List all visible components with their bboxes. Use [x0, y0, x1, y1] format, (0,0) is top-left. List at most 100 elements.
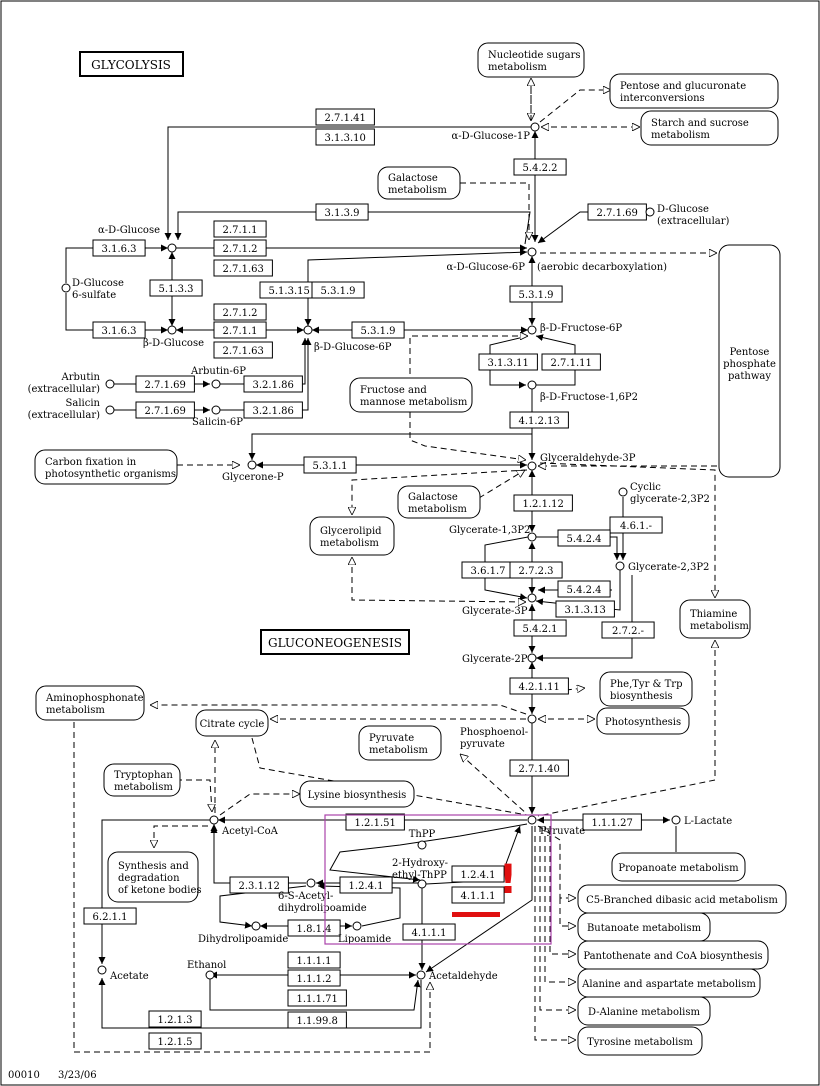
compound-b-d-glucose-6p[interactable]: β-D-Glucose-6P: [303, 325, 392, 353]
enzyme-box-e4-1-1-1-b[interactable]: 4.1.1.1: [402, 923, 456, 941]
enzyme-box-e3-1-6-3-b[interactable]: 3.1.6.3: [92, 321, 146, 339]
compound-a-d-glucose-1p[interactable]: α-D-Glucose-1P: [452, 122, 540, 142]
map-propanoate[interactable]: Propanoate metabolism: [611, 852, 746, 882]
enzyme-box-e2-7-1-40[interactable]: 2.7.1.40: [509, 759, 569, 777]
compound-b-d-glucose[interactable]: β-D-Glucose: [143, 325, 204, 349]
map-photosynthesis[interactable]: Photosynthesis: [596, 707, 690, 735]
enzyme-box-e1-1-1-2[interactable]: 1.1.1.2: [287, 969, 341, 987]
enzyme-box-e1-8-1-4[interactable]: 1.8.1.4: [287, 919, 341, 937]
enzyme-box-e1-1-1-1[interactable]: 1.1.1.1: [287, 951, 341, 969]
map-butanoate[interactable]: Butanoate metabolism: [577, 912, 711, 942]
compound-b-d-fructose-6p[interactable]: β-D-Fructose-6P: [527, 323, 622, 335]
enzyme-box-e4-1-2-13[interactable]: 4.1.2.13: [509, 411, 569, 429]
enzyme-box-e5-4-2-4-b[interactable]: 5.4.2.4: [557, 580, 611, 598]
compound-l-lactate[interactable]: L-Lactate: [671, 815, 732, 827]
map-d-alanine[interactable]: D-Alanine metabolism: [577, 996, 711, 1026]
map-citrate-cycle[interactable]: Citrate cycle: [195, 709, 269, 737]
enzyme-box-e1-1-99-8[interactable]: 1.1.99.8: [287, 1011, 347, 1029]
compound-pyruvate[interactable]: Pyruvate: [527, 815, 585, 837]
enzyme-box-e3-1-3-9[interactable]: 3.1.3.9: [315, 203, 369, 221]
compound-glycerate-2p[interactable]: Glycerate-2P: [462, 653, 537, 665]
compound-dihydrolipoamide[interactable]: Dihydrolipoamide: [198, 921, 288, 945]
enzyme-box-e2-7-1-69-a[interactable]: 2.7.1.69: [587, 203, 647, 221]
enzyme-box-e2-7-1-1-b[interactable]: 2.7.1.1: [213, 321, 267, 339]
compound-acetaldehyde[interactable]: Acetaldehyde: [416, 970, 498, 982]
enzyme-box-e5-4-2-1[interactable]: 5.4.2.1: [513, 619, 567, 637]
compound-ethanol[interactable]: Ethanol: [187, 960, 226, 980]
enzyme-box-e5-4-2-4-a[interactable]: 5.4.2.4: [557, 529, 611, 547]
enzyme-box-e1-2-1-12[interactable]: 1.2.1.12: [513, 494, 573, 512]
enzyme-box-e2-7-1-2-b[interactable]: 2.7.1.2: [213, 303, 267, 321]
enzyme-box-e5-3-1-9-c[interactable]: 5.3.1.9: [351, 321, 405, 339]
enzyme-box-e3-1-3-11[interactable]: 3.1.3.11: [478, 353, 538, 371]
enzyme-box-e2-7-1-2-a[interactable]: 2.7.1.2: [213, 239, 267, 257]
enzyme-box-e2-7-1-11[interactable]: 2.7.1.11: [541, 353, 601, 371]
map-lysine[interactable]: Lysine biosynthesis: [299, 780, 415, 808]
map-c5-branched[interactable]: C5-Branched dibasic acid metabolism: [577, 884, 787, 914]
enzyme-box-e5-3-1-1[interactable]: 5.3.1.1: [303, 456, 357, 474]
enzyme-box-e2-7-2-3[interactable]: 2.7.2.3: [509, 561, 563, 579]
enzyme-box-e1-2-1-3[interactable]: 1.2.1.3: [148, 1010, 202, 1028]
compound-a-d-glucose-6p[interactable]: α-D-Glucose-6P: [447, 247, 537, 273]
enzyme-box-e3-1-3-10[interactable]: 3.1.3.10: [315, 128, 375, 146]
enzyme-box-e3-1-6-3-a[interactable]: 3.1.6.3: [92, 239, 146, 257]
compound-glycerate-13p2[interactable]: Glycerate-1,3P2: [449, 525, 537, 542]
compound-lipoamide[interactable]: Lipoamide: [338, 921, 391, 945]
enzyme-box-e5-3-1-9-b[interactable]: 5.3.1.9: [509, 285, 563, 303]
enzyme-box-e2-7-2[interactable]: 2.7.2.-: [601, 621, 655, 639]
compound-acetyl-coa[interactable]: Acetyl-CoA: [209, 815, 279, 837]
compound-arbutin-6p[interactable]: Arbutin-6P: [190, 366, 246, 389]
compound-glycerate-3p[interactable]: Glycerate-3P: [462, 593, 537, 617]
compound-salicin-6p[interactable]: Salicin-6P: [192, 405, 243, 428]
enzyme-box-e1-1-1-71[interactable]: 1.1.1.71: [287, 989, 347, 1007]
enzyme-box-e5-3-1-9-a[interactable]: 5.3.1.9: [311, 281, 365, 299]
enzyme-box-e5-4-2-2[interactable]: 5.4.2.2: [513, 158, 567, 176]
compound-arbutin-ext[interactable]: Arbutin(extracellular): [28, 372, 115, 395]
compound-thpp[interactable]: ThPP: [409, 829, 436, 850]
map-tyrosine[interactable]: Tyrosine metabolism: [577, 1026, 703, 1056]
enzyme-box-e2-7-1-41[interactable]: 2.7.1.41: [315, 108, 375, 126]
compound-a-d-glucose[interactable]: α-D-Glucose: [98, 225, 177, 253]
map-pantothenate[interactable]: Pantothenate and CoA biosynthesis: [577, 940, 769, 970]
enzyme-box-e3-2-1-86-a[interactable]: 3.2.1.86: [243, 375, 303, 393]
enzyme-box-e1-2-4-1-b[interactable]: 1.2.4.1: [339, 876, 393, 894]
enzyme-box-e3-2-1-86-b[interactable]: 3.2.1.86: [243, 401, 303, 419]
compound-b-d-fructose-16p2[interactable]: β-D-Fructose-1,6P2: [527, 380, 638, 403]
enzyme-box-e1-2-1-5[interactable]: 1.2.1.5: [148, 1032, 202, 1050]
enzyme-box-e2-3-1-12[interactable]: 2.3.1.12: [229, 876, 289, 894]
enzyme-box-e4-6-1[interactable]: 4.6.1.-: [609, 516, 663, 534]
enzyme-box-e2-7-1-1-a[interactable]: 2.7.1.1: [213, 220, 267, 238]
map-alanine-aspartate[interactable]: Alanine and aspartate metabolism: [577, 968, 761, 998]
compound-phosphoenolpyruvate[interactable]: Phosphoenol-pyruvate: [460, 714, 537, 750]
enzyme-box-e2-7-1-63-a[interactable]: 2.7.1.63: [213, 259, 273, 277]
compound-salicin-ext[interactable]: Salicin(extracellular): [28, 398, 115, 421]
compound-s-acetyl[interactable]: 6-S-Acetyl-dihydrolipoamide: [278, 878, 367, 914]
enzyme-box-e1-2-1-51[interactable]: 1.2.1.51: [345, 813, 405, 831]
enzyme-box-e4-2-1-11[interactable]: 4.2.1.11: [509, 677, 569, 695]
enzyme-box-e2-7-1-63-b[interactable]: 2.7.1.63: [213, 341, 273, 359]
enzyme-box-e1-2-4-1-a[interactable]: 1.2.4.1: [451, 865, 505, 883]
enzyme-box-e3-6-1-7[interactable]: 3.6.1.7: [461, 561, 515, 579]
enzyme-box-e4-1-1-1-a[interactable]: 4.1.1.1: [451, 886, 505, 904]
compound-hydroxyethyl-thpp[interactable]: 2-Hydroxy-ethyl-ThPP: [392, 858, 448, 889]
enzyme-box-e6-2-1-1[interactable]: 6.2.1.1: [83, 907, 137, 925]
enzyme-box-e2-7-1-69-b[interactable]: 2.7.1.69: [135, 375, 195, 393]
compound-glyceraldehyde-3p[interactable]: Glyceraldehyde-3P: [527, 453, 636, 471]
enzyme-box-e2-7-1-69-c[interactable]: 2.7.1.69: [135, 401, 195, 419]
